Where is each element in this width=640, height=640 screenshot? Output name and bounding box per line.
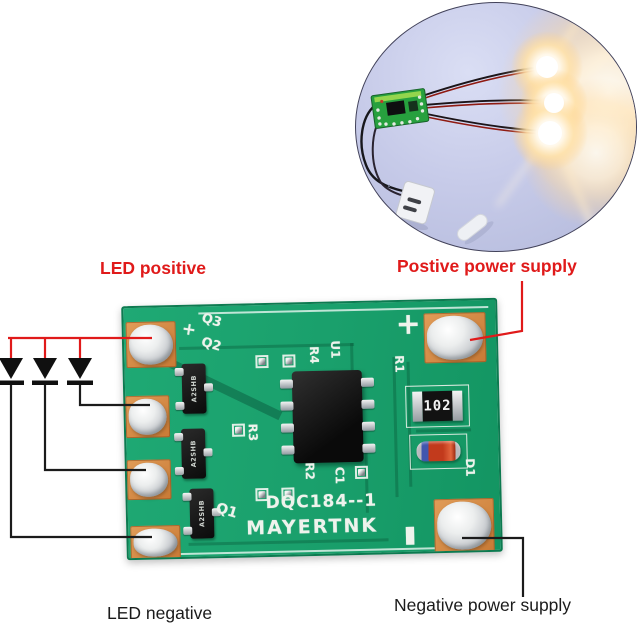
silkscreen-c1: C1 — [332, 466, 347, 485]
silkscreen-q2: Q2 — [199, 334, 223, 355]
led-symbol-icon — [68, 358, 92, 379]
test-pad — [282, 354, 296, 368]
lead — [174, 367, 184, 377]
silkscreen-d1: D1 — [462, 458, 478, 477]
lead — [203, 448, 213, 457]
solder-blob — [426, 315, 484, 361]
solder-pad-led-out-2 — [126, 459, 172, 501]
ic-pin — [361, 399, 375, 409]
led-cathode-bar — [0, 380, 24, 385]
pcb-trace — [392, 357, 399, 498]
solder-pad-led-out-3 — [130, 525, 181, 561]
lead — [174, 432, 184, 442]
smd-resistor-102: 102 — [412, 390, 463, 422]
silkscreen-brand: MAYERTNK — [245, 514, 379, 540]
test-pad — [354, 465, 369, 480]
silkscreen-plus-big: + — [395, 306, 422, 343]
pcb-trace — [188, 538, 389, 546]
solder-pad-led-out-1 — [125, 395, 171, 439]
silkscreen-plus-small: + — [180, 318, 198, 341]
pcb-board: A2SHB A2SHB A2SHB 10 — [121, 297, 503, 561]
white-capsule — [457, 213, 494, 245]
ic-pin — [280, 401, 294, 411]
ic-pin — [361, 421, 376, 431]
silkscreen-q1: Q1 — [213, 500, 240, 522]
lead — [174, 466, 185, 476]
led-symbol-icon — [0, 358, 23, 379]
transistor-q2: A2SHB — [174, 428, 213, 479]
ic-pin — [280, 423, 295, 433]
solder-pad-led-positive — [125, 321, 177, 369]
lead — [182, 492, 192, 501]
led-wires — [421, 65, 555, 135]
speck — [387, 184, 391, 188]
silkscreen-r2: R2 — [302, 462, 317, 481]
transistor-marking: A2SHB — [197, 499, 207, 528]
lead — [203, 383, 214, 392]
silkscreen-u1: U1 — [328, 340, 343, 359]
led-cathode-bar — [32, 380, 58, 385]
transistor-q1: A2SHB — [182, 488, 221, 539]
test-pad — [255, 354, 269, 369]
resistor-cap — [452, 390, 463, 421]
led-cathode-bar — [67, 380, 93, 385]
solder-blob — [128, 324, 174, 366]
silkscreen-r3: R3 — [245, 423, 261, 442]
glass-diode-d1 — [416, 440, 461, 462]
silkscreen-model: DQC184--1 — [265, 490, 378, 514]
silkscreen-r4: R4 — [306, 345, 322, 364]
label-negative-supply: Negative power supply — [394, 595, 572, 615]
silkscreen-minus-big: - — [379, 522, 448, 549]
silkscreen-q3: Q3 — [199, 310, 224, 331]
ic-pin — [362, 443, 376, 453]
pcb-trace — [350, 343, 354, 372]
transistor-marking: A2SHB — [189, 375, 199, 403]
solder-blob — [128, 398, 168, 436]
resistor-marking: 102 — [422, 390, 453, 422]
ic-pin — [360, 377, 375, 387]
pcb-module-photo — [370, 88, 430, 129]
pcb-trace — [416, 428, 472, 433]
solder-blob — [133, 528, 178, 558]
ic-pin — [279, 379, 294, 389]
ic-pin — [281, 445, 295, 455]
inset-photo-drawing — [360, 3, 636, 245]
ic-chip-u1 — [279, 369, 376, 464]
label-led-negative: LED negative — [107, 603, 213, 623]
solder-pad-power-positive — [423, 312, 487, 364]
lead — [183, 526, 193, 535]
transistor-marking: A2SHB — [189, 440, 198, 468]
led-symbol-icon — [33, 358, 57, 379]
label-positive-supply: Postive power supply — [397, 256, 577, 276]
demo-photo-inset — [355, 2, 637, 252]
power-connector — [395, 181, 435, 231]
label-led-positive: LED positive — [100, 258, 206, 278]
silkscreen-r1: R1 — [392, 355, 407, 373]
led-glow — [498, 3, 636, 228]
resistor-cap — [412, 391, 423, 422]
test-pad — [231, 423, 246, 437]
lead — [175, 401, 185, 411]
solder-blob — [129, 462, 169, 498]
transistor-q3: A2SHB — [174, 363, 214, 414]
led-diode-symbols — [0, 358, 93, 385]
